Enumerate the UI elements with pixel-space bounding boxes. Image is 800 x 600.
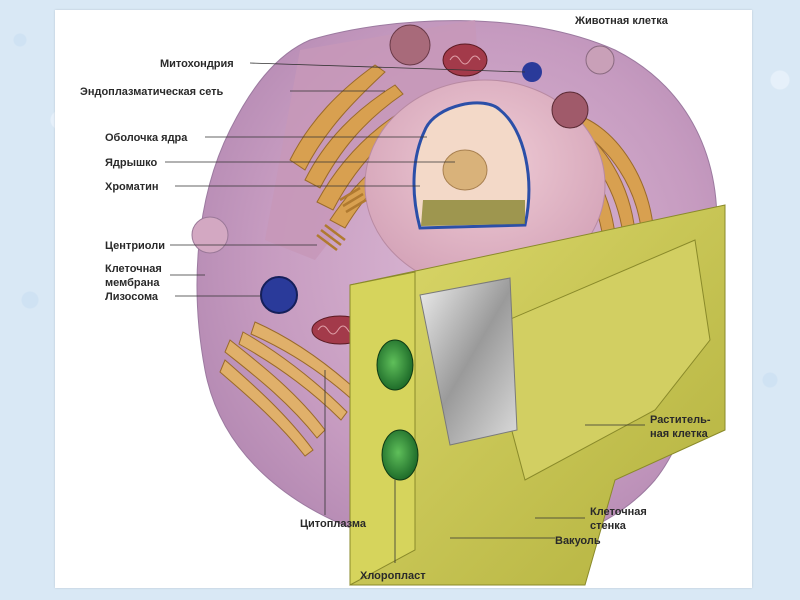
- label-nucleolus: Ядрышко: [105, 157, 158, 169]
- golgi: [219, 321, 366, 457]
- label-er: Эндоплазматическая сеть: [80, 86, 224, 98]
- label-lysosome: Лизосома: [105, 291, 159, 303]
- mitochondrion-top: [442, 43, 488, 77]
- label-cell-wall-1: Клеточная: [590, 506, 647, 518]
- label-nuclear-envelope: Оболочка ядра: [105, 132, 188, 144]
- plant-inner-panel: [484, 239, 711, 481]
- label-mitochondria: Митохондрия: [160, 58, 234, 70]
- chromatin: [421, 200, 525, 226]
- figure-panel: Животная клетка Митохондрия Эндоплазмати…: [55, 10, 752, 588]
- vesicle-top: [389, 24, 431, 66]
- vesicle-small: [522, 62, 542, 82]
- leader-lines: [165, 62, 645, 563]
- label-cell-wall-2: стенка: [590, 520, 627, 532]
- label-plant-cell-1: Раститель-: [650, 414, 711, 426]
- cell-diagram: Животная клетка Митохондрия Эндоплазмати…: [80, 15, 726, 586]
- vesicle-nucleus: [551, 91, 589, 129]
- label-animal-cell: Животная клетка: [574, 15, 669, 27]
- vacuole: [419, 277, 518, 446]
- chloroplast-top: [376, 339, 414, 391]
- label-cytoplasm: Цитоплазма: [300, 518, 367, 530]
- label-chromatin: Хроматин: [105, 181, 159, 193]
- vesicle-right: [585, 45, 615, 75]
- label-chloroplast: Хлоропласт: [360, 570, 426, 582]
- label-vacuole: Вакуоль: [555, 535, 601, 547]
- label-cell-membrane-1: Клеточная: [105, 263, 162, 275]
- lysosome: [260, 276, 298, 314]
- vesicle-left: [191, 216, 229, 254]
- label-cell-membrane-2: мембрана: [105, 277, 160, 289]
- nucleolus: [442, 149, 488, 191]
- plant-cell-wall-top: [349, 271, 416, 586]
- label-plant-cell-2: ная клетка: [650, 428, 709, 440]
- chloroplast-bottom: [381, 429, 419, 481]
- label-centrioles: Центриоли: [105, 240, 165, 252]
- centrioles: [316, 186, 367, 251]
